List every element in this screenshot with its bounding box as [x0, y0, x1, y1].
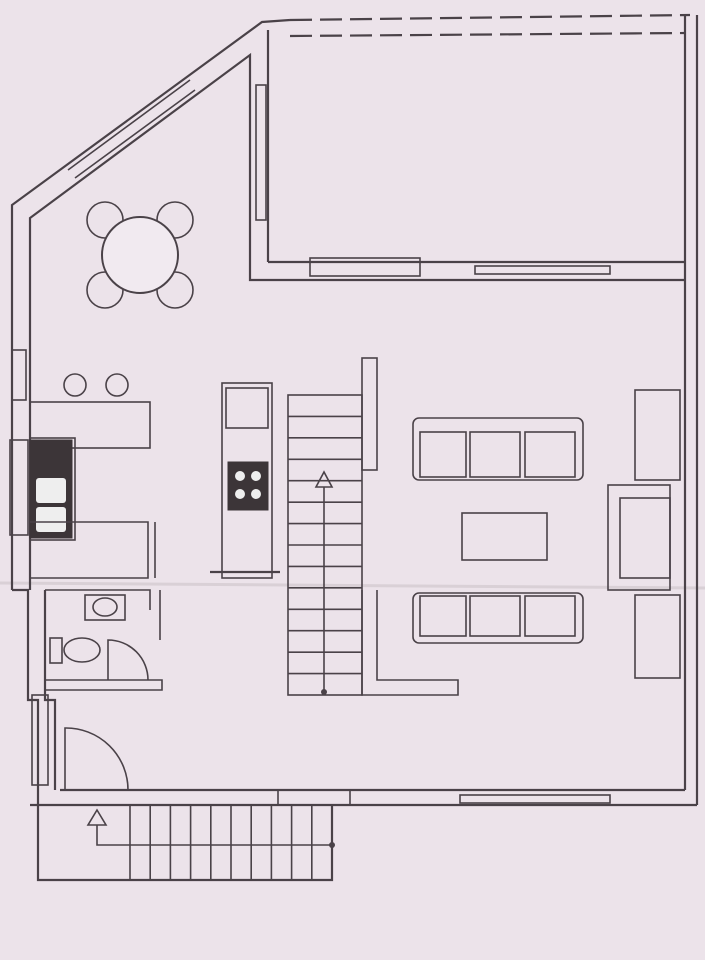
windows: [9, 79, 611, 806]
washbasin-icon: [84, 594, 126, 621]
coffee-table-icon: [461, 512, 548, 561]
door-icon: [107, 639, 149, 681]
dining-table: [86, 201, 194, 309]
toilet-icon: [49, 637, 101, 664]
stair-walls: [361, 357, 459, 696]
stove-icon: [227, 461, 269, 511]
exterior-stairs: [36, 805, 335, 882]
interior-stairs: [287, 394, 363, 696]
sofa-icon: [412, 592, 584, 644]
sofa-icon: [412, 417, 584, 481]
cabinet-icon: [634, 389, 681, 481]
bathroom: [45, 589, 163, 691]
kitchen: [29, 382, 280, 579]
paper-fold: [0, 581, 705, 590]
cabinet-icon: [634, 594, 681, 679]
table-icon: [101, 216, 179, 294]
living-room: [412, 389, 681, 679]
bar-stools: [63, 373, 129, 397]
exterior-walls: [10, 13, 699, 807]
entrance-door-icon: [64, 727, 129, 791]
